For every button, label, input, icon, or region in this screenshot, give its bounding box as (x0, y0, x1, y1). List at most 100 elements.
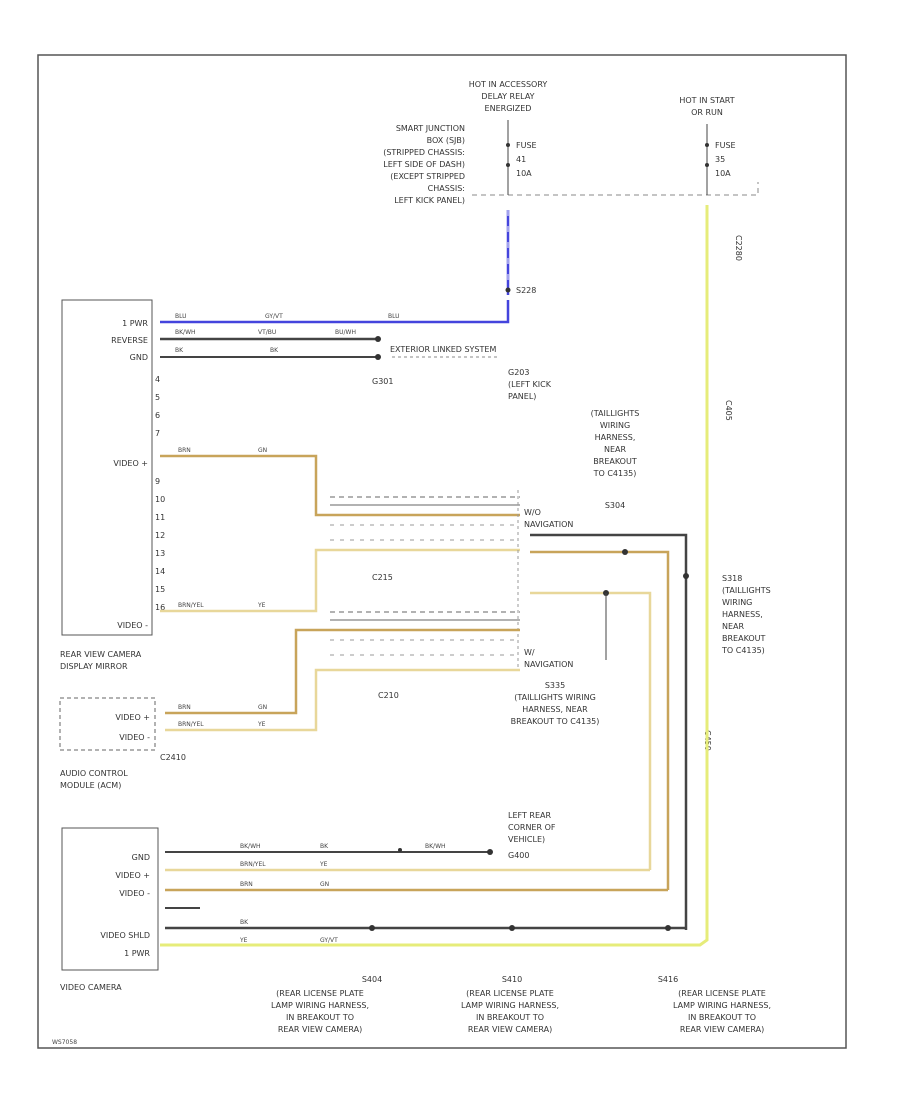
svg-text:VIDEO SHLD: VIDEO SHLD (100, 931, 150, 940)
svg-text:10: 10 (155, 495, 165, 504)
svg-text:BRN: BRN (178, 704, 191, 711)
wire-acm-video-plus (165, 628, 520, 715)
svg-text:LEFT SIDE OF DASH): LEFT SIDE OF DASH) (383, 160, 465, 169)
svg-text:BK/WH: BK/WH (240, 843, 261, 850)
svg-text:DISPLAY MIRROR: DISPLAY MIRROR (60, 662, 128, 671)
svg-text:YE: YE (257, 721, 266, 728)
c215-connector: C215 (330, 496, 520, 582)
mirror-title: REAR VIEW CAMERA DISPLAY MIRROR (60, 650, 142, 671)
svg-text:BRN: BRN (178, 447, 191, 454)
svg-text:41: 41 (516, 155, 526, 164)
wire-video-minus-mirror (160, 548, 520, 613)
svg-text:GY/VT: GY/VT (265, 313, 283, 320)
camera-title: VIDEO CAMERA (60, 983, 122, 992)
svg-text:(REAR LICENSE PLATE: (REAR LICENSE PLATE (276, 989, 364, 998)
wire-blue-pwr (160, 210, 510, 324)
sjb-outline (472, 182, 759, 196)
g400-label: LEFT REAR CORNER OF VEHICLE) G400 (508, 811, 556, 860)
wo-nav-label: W/O NAVIGATION (524, 508, 573, 529)
fuse-41: FUSE 41 10A (506, 120, 537, 195)
svg-text:W/O: W/O (524, 508, 541, 517)
svg-text:16: 16 (155, 603, 165, 612)
svg-text:YE: YE (239, 937, 248, 944)
svg-text:GN: GN (258, 704, 267, 711)
svg-text:BRN/YEL: BRN/YEL (178, 721, 204, 728)
svg-text:LAMP WIRING HARNESS,: LAMP WIRING HARNESS, (461, 1001, 559, 1010)
svg-text:(EXCEPT STRIPPED: (EXCEPT STRIPPED (390, 172, 465, 181)
svg-text:14: 14 (155, 567, 165, 576)
svg-text:LAMP WIRING HARNESS,: LAMP WIRING HARNESS, (271, 1001, 369, 1010)
svg-text:REVERSE: REVERSE (111, 336, 148, 345)
svg-text:G400: G400 (508, 851, 529, 860)
svg-text:BRN/YEL: BRN/YEL (240, 861, 266, 868)
svg-text:HARNESS,: HARNESS, (595, 433, 636, 442)
svg-text:NAVIGATION: NAVIGATION (524, 660, 573, 669)
svg-text:HARNESS, NEAR: HARNESS, NEAR (522, 705, 588, 714)
svg-text:REAR VIEW CAMERA): REAR VIEW CAMERA) (278, 1025, 362, 1034)
svg-text:SMART JUNCTION: SMART JUNCTION (396, 124, 465, 133)
c2280-label: C2280 (734, 235, 743, 261)
svg-text:1 PWR: 1 PWR (124, 949, 150, 958)
svg-text:(REAR LICENSE PLATE: (REAR LICENSE PLATE (466, 989, 554, 998)
svg-text:GND: GND (130, 353, 148, 362)
svg-text:S404: S404 (362, 975, 382, 984)
svg-text:11: 11 (155, 513, 165, 522)
svg-text:C210: C210 (378, 691, 399, 700)
svg-text:NEAR: NEAR (722, 622, 745, 631)
svg-text:GY/VT: GY/VT (320, 937, 338, 944)
s304-label: (TAILLIGHTS WIRING HARNESS, NEAR BREAKOU… (591, 409, 640, 510)
acm-title: AUDIO CONTROL MODULE (ACM) (60, 769, 128, 790)
svg-text:FUSE: FUSE (516, 141, 537, 150)
wire-acm-video-minus (165, 668, 520, 732)
svg-text:BREAKOUT TO C4135): BREAKOUT TO C4135) (511, 717, 600, 726)
svg-text:BK/WH: BK/WH (425, 843, 446, 850)
wire-video-plus-mirror (160, 454, 520, 517)
svg-text:BU/WH: BU/WH (335, 329, 356, 336)
c210-connector: C210 (330, 611, 520, 700)
svg-text:(TAILLIGHTS: (TAILLIGHTS (591, 409, 640, 418)
svg-text:DELAY RELAY: DELAY RELAY (481, 92, 534, 101)
svg-text:(TAILLIGHTS WIRING: (TAILLIGHTS WIRING (514, 693, 596, 702)
svg-text:S416: S416 (658, 975, 678, 984)
acm-video-minus: VIDEO - (119, 733, 150, 742)
svg-text:LAMP WIRING HARNESS,: LAMP WIRING HARNESS, (673, 1001, 771, 1010)
svg-text:1 PWR: 1 PWR (122, 319, 148, 328)
acm-video-plus: VIDEO + (115, 713, 150, 722)
svg-text:HOT IN ACCESSORY: HOT IN ACCESSORY (469, 80, 548, 89)
svg-text:ENERGIZED: ENERGIZED (485, 104, 532, 113)
g301-label: G301 (372, 377, 393, 386)
svg-text:WIRING: WIRING (722, 598, 752, 607)
svg-text:7: 7 (155, 429, 160, 438)
svg-text:LEFT REAR: LEFT REAR (508, 811, 551, 820)
wire-tan-nav-upper (530, 550, 670, 890)
svg-text:35: 35 (715, 155, 725, 164)
sjb-label: SMART JUNCTION BOX (SJB) (STRIPPED CHASS… (383, 124, 465, 205)
svg-text:BK: BK (270, 347, 279, 354)
svg-text:REAR VIEW CAMERA): REAR VIEW CAMERA) (468, 1025, 552, 1034)
video-camera (61, 827, 159, 971)
s318-label: S318 (TAILLIGHTS WIRING HARNESS, NEAR BR… (721, 574, 771, 655)
svg-text:HOT IN START: HOT IN START (679, 96, 734, 105)
svg-text:TO C4135): TO C4135) (593, 469, 637, 478)
svg-text:15: 15 (155, 585, 165, 594)
c405-label: C405 (724, 400, 733, 421)
svg-text:CORNER OF: CORNER OF (508, 823, 556, 832)
c2410-label: C2410 (160, 753, 186, 762)
wire-light-tan-nav (530, 591, 652, 870)
fuse-35: FUSE 35 10A (705, 124, 736, 195)
svg-text:G203: G203 (508, 368, 529, 377)
svg-text:BK: BK (320, 843, 329, 850)
wire-black-nav (530, 533, 688, 930)
svg-text:BOX (SJB): BOX (SJB) (427, 136, 465, 145)
footer-code: WS7058 (52, 1039, 77, 1046)
svg-text:HARNESS,: HARNESS, (722, 610, 763, 619)
svg-text:AUDIO CONTROL: AUDIO CONTROL (60, 769, 128, 778)
svg-text:YE: YE (319, 861, 328, 868)
svg-text:VIDEO +: VIDEO + (115, 871, 150, 880)
svg-text:6: 6 (155, 411, 160, 420)
svg-text:5: 5 (155, 393, 160, 402)
svg-text:BRN/YEL: BRN/YEL (178, 602, 204, 609)
svg-text:IN BREAKOUT TO: IN BREAKOUT TO (286, 1013, 354, 1022)
svg-text:12: 12 (155, 531, 165, 540)
svg-text:BRN: BRN (240, 881, 253, 888)
